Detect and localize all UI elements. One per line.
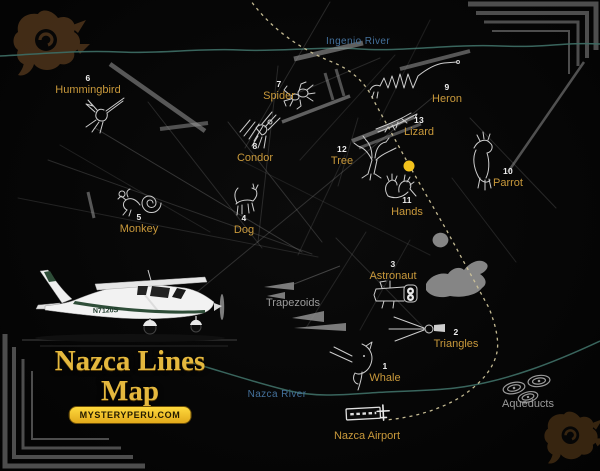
geoglyph-name: Parrot [493, 176, 523, 189]
geoglyph-number: 6 [85, 73, 91, 83]
geoglyph-name: Whale [369, 371, 401, 384]
geoglyph-name: Triangles [433, 337, 479, 350]
geoglyph-name: Tree [330, 154, 354, 167]
geoglyph-marker-heron: 9 Heron [432, 82, 462, 105]
aqueducts-figure [502, 374, 551, 404]
map-title-line1: Nazca Lines [54, 345, 206, 377]
geoglyph-name: Monkey [119, 222, 159, 235]
geoglyph-name: Hands [391, 205, 423, 218]
monkey-figure [117, 188, 162, 217]
plane-registration: N7120S [93, 307, 119, 315]
geoglyph-name: Dog [233, 223, 255, 236]
geoglyph-number: 10 [502, 166, 514, 176]
geoglyph-marker-hummingbird: 6 Hummingbird [55, 73, 121, 96]
geoglyph-marker-astronaut: 3 Astronaut [369, 259, 417, 282]
trapezoids-figure [264, 265, 346, 331]
nazca-river-label: Nazca River [247, 389, 307, 400]
geoglyph-number: 13 [413, 115, 425, 125]
aqueducts-label: Aqueducts [502, 398, 554, 410]
geoglyph-number: 8 [252, 141, 258, 151]
geoglyph-marker-hands: 11 Hands [391, 195, 423, 218]
airport-label: Nazca Airport [333, 430, 401, 442]
geoglyph-marker-triangles: 2 Triangles [433, 327, 479, 350]
tree-figure [353, 135, 397, 181]
astronaut-figure [373, 280, 418, 309]
geoglyph-name: Heron [432, 92, 462, 105]
lizard-figure [375, 112, 418, 133]
nazca-river-line [185, 340, 600, 396]
parrot-figure [473, 131, 493, 191]
spider-figure [283, 81, 316, 110]
geoglyph-number: 12 [336, 144, 348, 154]
geoglyph-number: 4 [241, 213, 247, 223]
geoglyph-marker-spider: 7 Spider [263, 79, 295, 102]
nazca-emblem-bottom-right [543, 410, 600, 465]
heron-figure [369, 60, 460, 99]
nazca-emblem-top-left [11, 8, 92, 78]
hill-landmass [426, 232, 488, 298]
geoglyph-number: 11 [402, 195, 412, 205]
geoglyph-name: Hummingbird [55, 83, 121, 96]
dog-figure [234, 183, 259, 216]
geoglyph-name: Lizard [404, 125, 434, 138]
airport-runway-icon [345, 404, 390, 421]
trapezoids-label: Trapezoids [265, 297, 321, 309]
hands-figure [385, 173, 417, 199]
geoglyph-marker-lizard: 13 Lizard [404, 115, 434, 138]
ingenio-river-label: Ingenio River [325, 36, 391, 47]
geoglyph-marker-dog: 4 Dog [233, 213, 255, 236]
geoglyph-name: Condor [236, 151, 274, 164]
highway-dashed-road [249, 0, 499, 421]
map-title: Nazca Lines Map [55, 346, 206, 406]
geoglyph-number: 7 [276, 79, 282, 89]
geoglyph-number: 9 [444, 82, 450, 92]
geoglyph-number: 1 [382, 361, 388, 371]
website-button[interactable]: MYSTERYPERU.COM [68, 406, 192, 424]
geoglyph-marker-monkey: 5 Monkey [119, 212, 159, 235]
viewpoint-dot [403, 160, 415, 172]
plane-image: N7120S [22, 269, 237, 347]
triangles-figure [388, 316, 445, 342]
geoglyph-name: Spider [263, 89, 295, 102]
condor-figure [239, 111, 281, 149]
corner-frame-top-right [468, 1, 599, 74]
geoglyph-marker-parrot: 10 Parrot [493, 166, 523, 189]
geoglyph-marker-tree: 12 Tree [330, 144, 354, 167]
hummingbird-figure [85, 97, 125, 134]
geoglyph-marker-whale: 1 Whale [369, 361, 401, 384]
nazca-trapezoid-bars [86, 40, 586, 219]
geoglyph-number: 3 [390, 259, 396, 269]
corner-frame-bottom-left [2, 334, 145, 469]
geoglyph-marker-condor: 8 Condor [236, 141, 274, 164]
geoglyph-number: 5 [136, 212, 142, 222]
whale-figure [329, 341, 373, 391]
map-title-line2: Map [101, 375, 159, 408]
nazca-lines-field [17, 1, 557, 333]
geoglyph-number: 2 [453, 327, 459, 337]
geoglyph-name: Astronaut [369, 269, 417, 282]
